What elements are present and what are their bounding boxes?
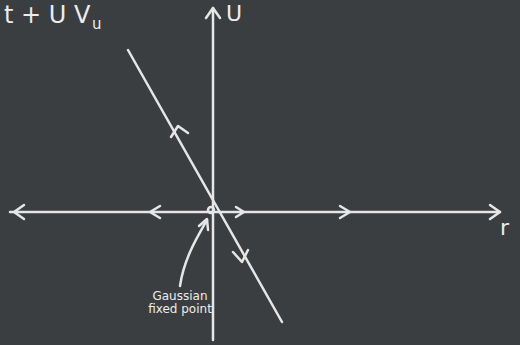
axis-arrowhead: [490, 205, 500, 219]
r-axis: [10, 211, 500, 214]
flow-arrow: [150, 206, 160, 218]
flow-arrow: [171, 126, 188, 137]
flow-arrow: [236, 207, 244, 217]
flow-arrow: [340, 206, 350, 218]
axis-label: U: [226, 2, 242, 26]
relevant-direction: [128, 50, 282, 322]
axis-label: r: [500, 216, 509, 240]
leader-arrowhead: [199, 219, 208, 230]
fixed-point: [208, 207, 214, 213]
leader-line: [180, 220, 207, 286]
equation-subscript: u: [92, 16, 102, 33]
fixed-point-label: Gaussian fixed point: [140, 290, 220, 316]
flow-arrow: [233, 250, 248, 262]
u-axis: [212, 8, 215, 340]
axis-arrowhead: [14, 205, 24, 219]
axis-arrowhead: [206, 8, 220, 18]
equation-text: t + U V: [4, 2, 90, 28]
